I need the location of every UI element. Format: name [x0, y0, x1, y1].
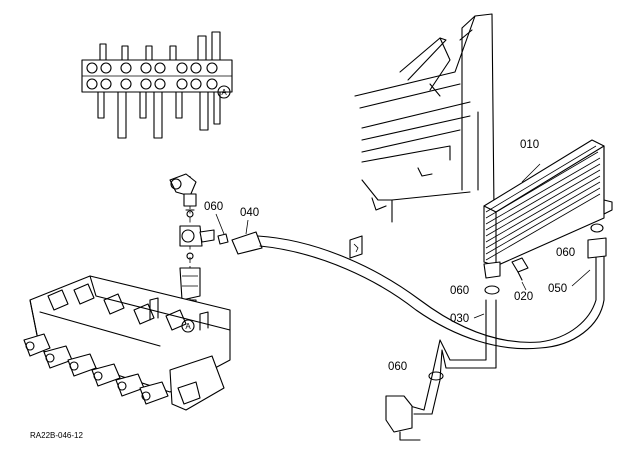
mounting-frame — [349, 13, 495, 259]
label-040: 040 — [240, 207, 259, 219]
label-020: 020 — [514, 291, 533, 303]
valve-top-view-inset: A — [81, 31, 233, 139]
label-060-top: 060 — [204, 201, 223, 213]
label-050: 050 — [548, 283, 567, 295]
bolt-020 — [511, 257, 529, 291]
callout-a-valve: A — [185, 322, 191, 331]
label-010: 010 — [520, 139, 539, 151]
oil-cooler — [483, 139, 613, 267]
fitting-assembly — [169, 173, 229, 313]
hose-050 — [571, 223, 607, 287]
pipe-030 — [385, 261, 501, 441]
control-valve-assembly: A — [23, 275, 231, 411]
label-060-mid: 060 — [450, 285, 469, 297]
label-060-bottom: 060 — [388, 361, 407, 373]
label-060-right: 060 — [556, 247, 575, 259]
hose-040 — [231, 219, 605, 350]
callout-a-inset: A — [221, 88, 227, 97]
reference-code: RA22B-046-12 — [30, 431, 83, 440]
label-030: 030 — [450, 313, 469, 325]
